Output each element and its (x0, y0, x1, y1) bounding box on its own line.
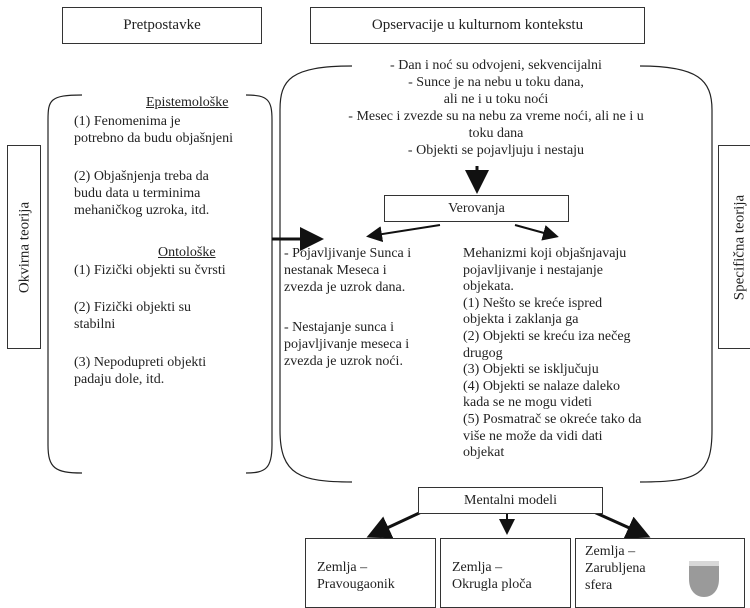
model-disc-line-1: Zemlja – (452, 560, 503, 575)
ontological-item-2: (2) Fizički objekti su stabilni (74, 299, 191, 333)
framework-theory-label: Okvirna teorija (16, 201, 33, 294)
mechanism-line-5: objekta i zaklanja ga (463, 312, 579, 328)
belief-day-line-1: - Pojavljivanje Sunca i (284, 246, 412, 261)
model-disc-text: Zemlja – Okrugla ploča (452, 559, 532, 593)
mechanism-line-13: objekat (463, 445, 505, 461)
belief-night-cause: - Nestajanje sunca i pojavljivanje mesec… (284, 319, 409, 370)
ontological-item-2-line-1: (2) Fizički objekti su (74, 300, 192, 315)
model-sphere-text: Zemlja – Zarubljena sfera (585, 543, 646, 594)
mechanism-line-6: (2) Objekti se kreću iza nečeg (463, 328, 631, 344)
ontological-item-3: (3) Nepodupreti objekti padaju dole, itd… (74, 354, 206, 388)
mechanism-line-11: (5) Posmatrač se okreće tako da (463, 411, 642, 427)
mechanism-line-10: kada se ne mogu videti (463, 395, 593, 411)
observations-list: - Dan i noć su odvojeni, sekvencijalni -… (296, 57, 696, 159)
mechanism-line-3: objekata. (463, 279, 514, 295)
belief-night-line-2: pojavljivanje meseca i (284, 337, 410, 352)
belief-day-cause: - Pojavljivanje Sunca i nestanak Meseca … (284, 245, 411, 296)
observation-line-6: - Objekti se pojavljuju i nestaju (407, 143, 585, 158)
ontological-item-1-line-1: (1) Fizički objekti su čvrsti (74, 263, 226, 278)
mechanism-line-8: (3) Objekti se isključuju (463, 362, 599, 378)
model-box-disc: Zemlja – Okrugla ploča (440, 538, 571, 608)
belief-day-line-2: nestanak Meseca i (284, 263, 387, 278)
mechanism-line-7: drugog (463, 345, 503, 361)
mechanism-line-12: više ne može da vidi dati (463, 428, 603, 444)
model-rectangle-line-1: Zemlja – (317, 560, 368, 575)
right-bracket-open (279, 65, 353, 483)
model-box-rectangle: Zemlja – Pravougaonik (305, 538, 436, 608)
left-bracket-close (245, 94, 273, 474)
observation-line-3: ali ne i u toku noći (443, 92, 549, 107)
model-sphere-line-3: sfera (585, 578, 613, 593)
observation-line-1: - Dan i noć su odvojeni, sekvencijalni (390, 58, 602, 73)
mechanisms-list: Mehanizmi koji objašnjavaju pojavljivanj… (463, 246, 641, 462)
right-bracket-close (639, 65, 713, 483)
belief-day-line-3: zvezda je uzrok dana. (284, 280, 406, 295)
mental-models-label: Mentalni modeli (464, 492, 557, 508)
model-box-truncated-sphere: Zemlja – Zarubljena sfera (575, 538, 745, 608)
ontological-item-3-line-1: (3) Nepodupreti objekti (74, 355, 207, 370)
epistemic-item-1-line-2: potrebno da budu objašnjeni (74, 131, 234, 146)
observation-line-4: - Mesec i zvezde su na nebu za vreme noć… (348, 109, 644, 124)
ontological-title: Ontološke (158, 245, 216, 260)
assumptions-header-label: Pretpostavke (123, 17, 201, 33)
belief-night-line-1: - Nestajanje sunca i (284, 320, 395, 335)
model-sphere-line-2: Zarubljena (585, 561, 646, 576)
epistemic-item-2-line-3: mehaničkog uzroka, itd. (74, 203, 210, 218)
epistemic-title: Epistemološke (146, 95, 229, 110)
ontological-item-1: (1) Fizički objekti su čvrsti (74, 262, 226, 279)
assumptions-header: Pretpostavke (62, 7, 262, 44)
model-rectangle-text: Zemlja – Pravougaonik (317, 559, 395, 593)
epistemic-item-2-line-1: (2) Objašnjenja treba da (74, 169, 209, 184)
observations-header: Opservacije u kulturnom kontekstu (310, 7, 645, 44)
mechanism-line-4: (1) Nešto se kreće ispred (463, 295, 603, 311)
observations-header-label: Opservacije u kulturnom kontekstu (371, 17, 584, 33)
ontological-item-3-line-2: padaju dole, itd. (74, 372, 165, 387)
model-rectangle-line-2: Pravougaonik (317, 577, 395, 592)
epistemic-item-1: (1) Fenomenima je potrebno da budu objaš… (74, 113, 233, 147)
ontological-item-2-line-2: stabilni (74, 317, 116, 332)
truncated-sphere-icon (689, 561, 719, 597)
framework-theory-box: Okvirna teorija (7, 145, 41, 349)
epistemic-item-1-line-1: (1) Fenomenima je (74, 114, 181, 129)
observation-line-5: toku dana (468, 126, 524, 141)
beliefs-label: Verovanja (448, 200, 505, 216)
model-sphere-line-1: Zemlja – (585, 544, 636, 559)
epistemic-item-2-line-2: budu data u terminima (74, 186, 201, 201)
arrow-beliefs-left (366, 224, 441, 243)
left-bracket-open (47, 94, 83, 474)
mental-models-box: Mentalni modeli (418, 487, 603, 514)
beliefs-box: Verovanja (384, 195, 569, 222)
arrow-beliefs-right (514, 224, 559, 241)
epistemic-item-2: (2) Objašnjenja treba da budu data u ter… (74, 168, 209, 219)
mechanism-line-1: Mehanizmi koji objašnjavaju (463, 246, 627, 261)
belief-night-line-3: zvezda je uzrok noći. (284, 354, 403, 369)
specific-theory-label: Specifična teorija (731, 194, 748, 301)
specific-theory-box: Specifična teorija (718, 145, 750, 349)
mechanism-line-9: (4) Objekti se nalaze daleko (463, 378, 621, 394)
mechanism-line-2: pojavljivanje i nestajanje (463, 262, 603, 278)
model-disc-line-2: Okrugla ploča (452, 577, 532, 592)
observation-line-2: - Sunce je na nebu u toku dana, (408, 75, 584, 90)
